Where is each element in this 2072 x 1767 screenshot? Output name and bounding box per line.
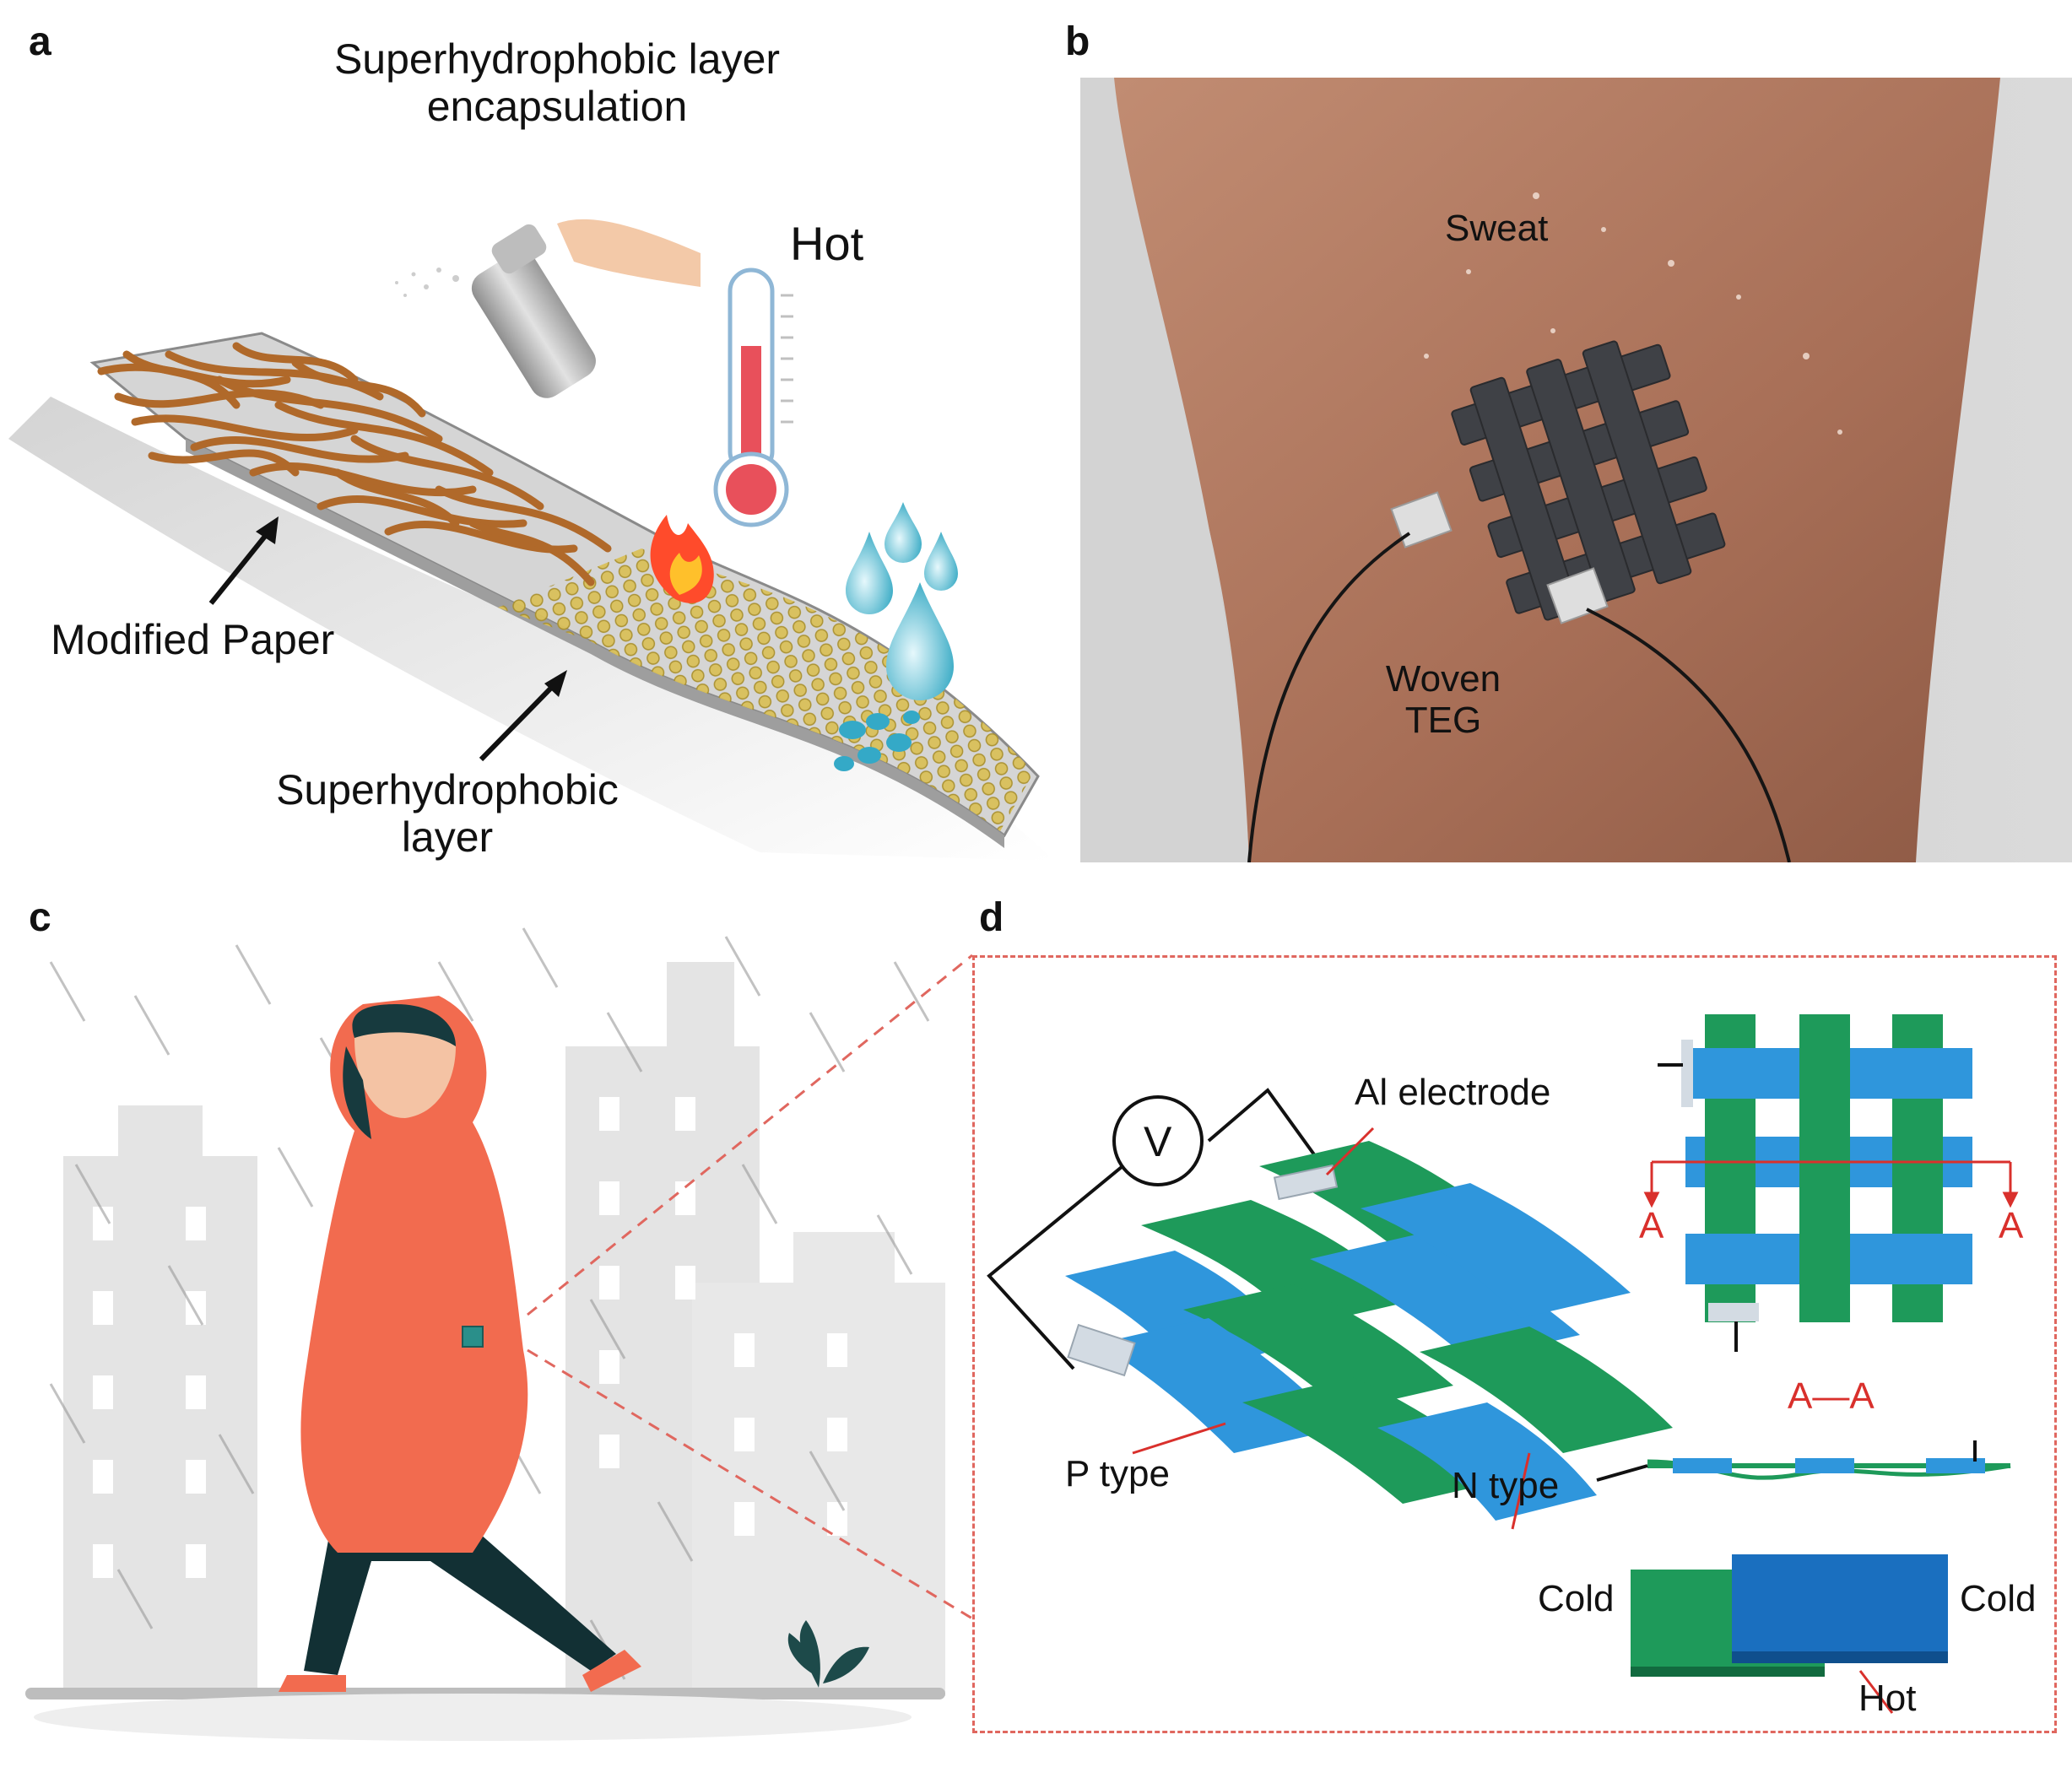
al-electrode-pointer [1325, 1127, 1375, 1176]
circuit-wires [987, 1088, 1324, 1370]
panel-c-letter: c [29, 895, 51, 940]
thermometer-icon [713, 267, 793, 527]
woven-3d-strips [1065, 1141, 1673, 1521]
modified-paper-label: Modified Paper [51, 616, 335, 663]
p-type-label: P type [1065, 1453, 1170, 1494]
hot-label-d: Hot [1858, 1678, 1917, 1719]
panel-a-illustration [8, 219, 1055, 861]
section-line-a-a [1643, 1160, 2019, 1208]
person-in-raincoat [279, 996, 641, 1692]
section-label-right: A [1999, 1205, 2024, 1246]
background-buildings [63, 962, 945, 1696]
al-electrode-left [1067, 1323, 1136, 1377]
substrate-shadow [8, 397, 1055, 861]
spray-can [471, 219, 701, 398]
panel-a-title-line1: Superhydrophobic layer [333, 35, 781, 83]
superhydrophobic-label-line2: layer [401, 813, 494, 861]
panel-b-photo [1080, 78, 2072, 862]
modified-paper-fibers [97, 342, 612, 586]
modified-paper-arrow [208, 516, 279, 605]
woven-teg-schematic [987, 1014, 2019, 1714]
woven-teg-label: Woven TEG [1359, 658, 1528, 742]
right-electrode-foil [1546, 567, 1609, 624]
panel-d-frame [972, 955, 2057, 1733]
al-electrode-top [1273, 1164, 1339, 1201]
n-type-pointer [1511, 1452, 1531, 1530]
plant-icon [787, 1620, 869, 1688]
spray-mist [395, 267, 459, 297]
pocket-teg [462, 1326, 484, 1348]
section-label-left: A [1639, 1205, 1664, 1246]
superhydrophobic-arrow [479, 670, 567, 762]
panel-b-letter: b [1065, 19, 1090, 64]
raincoat [300, 996, 528, 1553]
right-wire [1586, 608, 1791, 862]
water-droplets-icon [846, 502, 958, 700]
cold-left-label: Cold [1538, 1578, 1615, 1619]
panel-a-title: Superhydrophobic layer encapsulation [236, 35, 878, 130]
ground [25, 1688, 945, 1699]
voltmeter-symbol: V [1144, 1118, 1172, 1165]
substrate-edge [186, 439, 1004, 848]
n-type-label: N type [1452, 1465, 1560, 1506]
woven-teg-line2: TEG [1404, 700, 1482, 742]
panel-a-letter: a [29, 19, 51, 64]
p-type-pointer [1132, 1422, 1226, 1455]
superhydrophobic-layer-label: Superhydrophobic layer [211, 766, 684, 861]
sweat-label: Sweat [1445, 208, 1549, 249]
superhydrophobic-label-line1: Superhydrophobic [276, 766, 619, 813]
panel-a-title-line2: encapsulation [426, 83, 688, 130]
rain-streaks [49, 927, 930, 1680]
woven-teg-line1: Woven [1385, 658, 1501, 700]
voltmeter-icon [1112, 1095, 1204, 1186]
al-electrode-label: Al electrode [1355, 1072, 1551, 1113]
sweat-droplets [1424, 192, 1842, 435]
cold-right-label: Cold [1960, 1578, 2037, 1619]
panel-c-illustration [25, 927, 945, 1741]
panel-d-letter: d [979, 895, 1004, 940]
single-leg-diagram [1631, 1554, 1948, 1714]
superhydrophobic-layer [498, 548, 1034, 831]
flame-icon [650, 515, 714, 603]
cross-section-view [1596, 1440, 2011, 1482]
hot-label-a: Hot [790, 217, 864, 270]
left-wire [1247, 532, 1411, 862]
surface-water-beads [834, 711, 920, 771]
section-title: A—A [1788, 1375, 1875, 1417]
top-view-weave [1658, 1014, 1972, 1352]
